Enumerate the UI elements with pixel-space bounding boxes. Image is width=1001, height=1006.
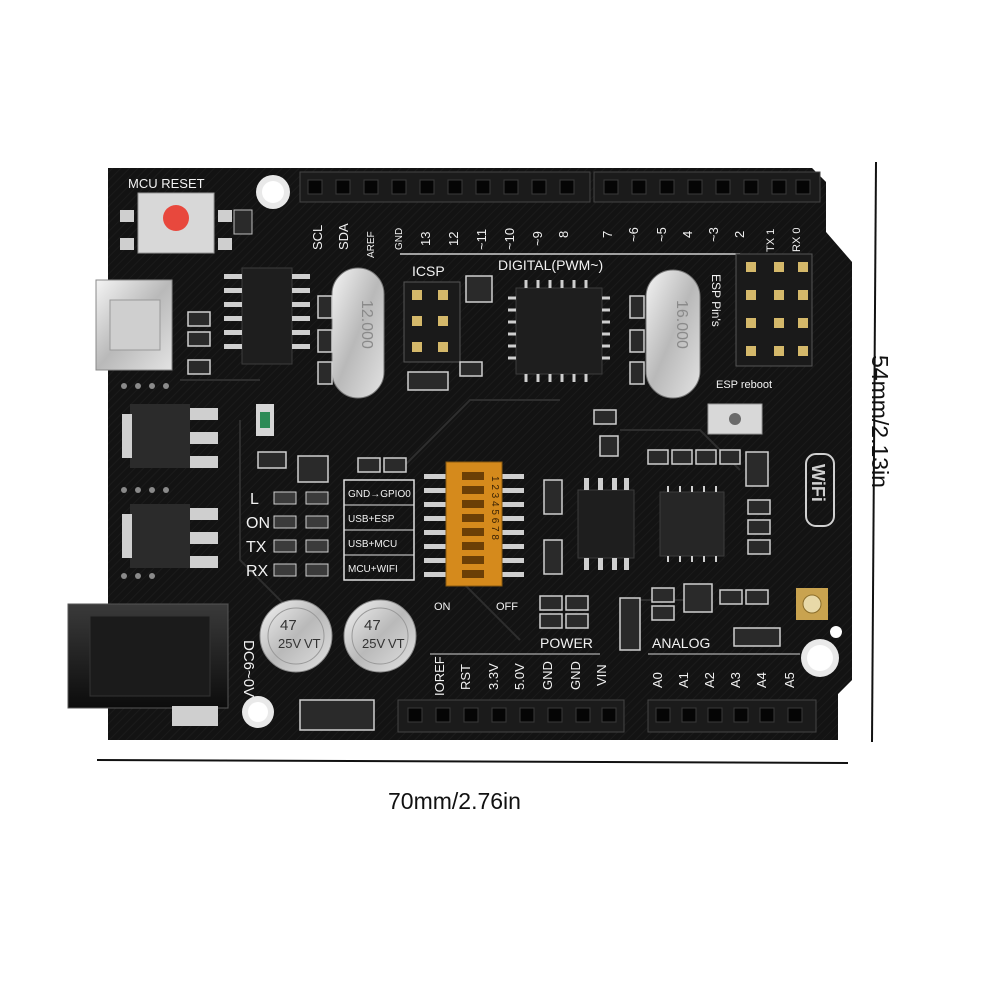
- pin-label: ~9: [530, 231, 545, 246]
- crystal-right: 16.000: [645, 269, 701, 399]
- esp-reboot-label: ESP reboot: [716, 379, 772, 391]
- pin-label: 5.0V: [512, 663, 527, 690]
- pin-label: IOREF: [432, 656, 447, 696]
- pin-label: RST: [458, 664, 473, 690]
- pin-label: SCL: [310, 225, 325, 250]
- pin-label: 7: [600, 231, 615, 238]
- pin-label: A5: [782, 672, 797, 688]
- pin-label: ~11: [474, 229, 489, 250]
- micro-usb-port[interactable]: [95, 279, 173, 371]
- pin-label: GND: [540, 661, 555, 690]
- wifi-logo: WiFi: [805, 453, 835, 527]
- pin-label: VIN: [594, 664, 609, 686]
- led-label: TX: [246, 539, 267, 556]
- height-dimension-label: 54mm/2.13in: [867, 355, 893, 488]
- esp-chip: [577, 478, 635, 570]
- esp-pins-label: ESP Pin's: [709, 274, 723, 327]
- pin-label: ~5: [654, 227, 669, 242]
- pin-label: GND: [568, 661, 583, 690]
- bottom-pin-labels: IOREF RST 3.3V 5.0V GND GND VIN: [432, 656, 609, 696]
- width-dimension-label: 70mm/2.76in: [388, 788, 521, 814]
- svg-text:12.000: 12.000: [358, 300, 375, 349]
- svg-text:25V: 25V: [278, 636, 301, 651]
- svg-text:16.000: 16.000: [673, 300, 690, 349]
- mode-label: MCU+WIFI: [348, 564, 398, 575]
- led-label: ON: [246, 515, 270, 532]
- dip-numbers: 1 2 3 4 5 6 7 8: [489, 476, 500, 540]
- analog-header: [647, 699, 817, 733]
- led-label: RX: [246, 563, 269, 580]
- icsp-header: [403, 281, 461, 363]
- pin-label: RX 0: [791, 228, 803, 252]
- crystal-left: 12.000: [331, 267, 385, 399]
- dip-off-label: OFF: [496, 601, 518, 613]
- svg-text:WiFi: WiFi: [808, 464, 828, 502]
- status-leds: [273, 491, 329, 577]
- pin-label: 8: [556, 231, 571, 238]
- pin-label: A4: [754, 672, 769, 688]
- analog-label: ANALOG: [652, 635, 710, 651]
- pin-label: 13: [418, 232, 433, 246]
- pin-label: 4: [680, 231, 695, 238]
- usb-serial-chip: [224, 267, 310, 365]
- voltage-regulator: [122, 404, 218, 468]
- pin-label: A3: [728, 672, 743, 688]
- pin-label: ~6: [626, 227, 641, 242]
- pin-label: 12: [446, 232, 461, 246]
- digital-label: DIGITAL(PWM~): [498, 257, 603, 273]
- svg-text:25V: 25V: [362, 636, 385, 651]
- top-header-right: [593, 171, 821, 203]
- pin-label: 2: [732, 231, 747, 238]
- esp-pins-header: [735, 253, 813, 367]
- capacitor: 47 25V VT: [343, 599, 417, 673]
- svg-text:VT: VT: [304, 636, 321, 651]
- dc-label: DC6~0V: [240, 640, 257, 697]
- led-labels: L ON TX RX: [246, 491, 270, 580]
- dip-on-label: ON: [434, 601, 451, 613]
- pin-dots: [121, 383, 169, 579]
- mcu-reset-button[interactable]: [120, 192, 232, 254]
- led-label: L: [250, 491, 259, 508]
- pin-label: A2: [702, 672, 717, 688]
- reset-label: MCU RESET: [128, 176, 205, 191]
- top-header-left: [299, 171, 591, 203]
- power-header: [397, 699, 625, 733]
- mode-table: GND→GPIO0 USB+ESP USB+MCU MCU+WIFI: [343, 479, 415, 581]
- pin-label: A0: [650, 672, 665, 688]
- height-dimension-line: [871, 161, 877, 743]
- svg-text:47: 47: [364, 617, 381, 634]
- wifi-chip: [659, 486, 725, 562]
- mcu-chip: [508, 280, 610, 382]
- pin-label: 3.3V: [486, 663, 501, 690]
- pin-label: GND: [394, 228, 405, 250]
- analog-pin-labels: A0 A1 A2 A3 A4 A5: [650, 672, 797, 688]
- pin-label: A1: [676, 672, 691, 688]
- pin-label: AREF: [366, 231, 377, 258]
- mode-label: USB+ESP: [348, 514, 395, 525]
- svg-text:47: 47: [280, 617, 297, 634]
- mounting-holes: [242, 175, 842, 728]
- mode-label: GND→GPIO0: [348, 489, 411, 500]
- pin-label: ~10: [502, 228, 517, 250]
- antenna-connector: [796, 588, 828, 620]
- voltage-regulator: [122, 504, 218, 568]
- power-label: POWER: [540, 635, 593, 651]
- svg-text:VT: VT: [388, 636, 405, 651]
- pin-label: ~3: [706, 227, 721, 242]
- pin-label: TX 1: [765, 229, 777, 252]
- pin-label: SDA: [336, 223, 351, 250]
- icsp-label: ICSP: [412, 263, 445, 279]
- width-dimension-line: [96, 759, 849, 764]
- mode-label: USB+MCU: [348, 539, 397, 550]
- dc-power-jack: [67, 603, 229, 726]
- passive-components: [187, 275, 781, 731]
- capacitor: 47 25V VT: [259, 599, 333, 673]
- esp-reboot-button[interactable]: [707, 403, 763, 435]
- top-pin-labels: SCL SDA AREF GND 13 12 ~11 ~10 ~9 8 7 ~6…: [310, 223, 803, 258]
- dip-switch[interactable]: 1 2 3 4 5 6 7 8: [424, 461, 524, 587]
